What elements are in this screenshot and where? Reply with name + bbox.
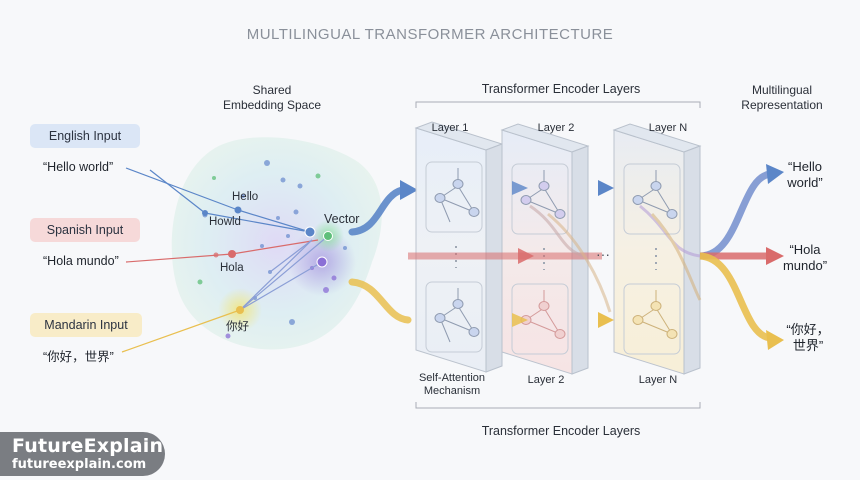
output-arrow-yellow bbox=[766, 330, 784, 350]
english-input-pill: English Input bbox=[30, 124, 140, 148]
diagram-title: MULTILINGUAL TRANSFORMER ARCHITECTURE bbox=[246, 26, 614, 43]
spanish-input-pill: Spanish Input bbox=[30, 218, 140, 242]
brand-url: futureexplain.com bbox=[12, 457, 147, 472]
mandarin-input-pill: Mandarin Input bbox=[30, 313, 142, 337]
output-arrow-blue bbox=[766, 164, 784, 184]
self-attention-line1: Self-Attention bbox=[418, 372, 486, 384]
layer-2-top-label: Layer 2 bbox=[537, 122, 575, 134]
self-attention-line2: Mechanism bbox=[423, 385, 481, 397]
output-english-line1: “Hello bbox=[788, 159, 822, 174]
output-arrow-red bbox=[766, 247, 784, 265]
layer-n-bottom-label: Layer N bbox=[638, 374, 678, 386]
mandarin-phrase: “你好，世界” bbox=[43, 350, 114, 364]
embedding-heading-line1: Shared bbox=[252, 83, 292, 97]
encoder-layer-n bbox=[612, 123, 702, 375]
layer-1-top-label: Layer 1 bbox=[431, 122, 469, 134]
howld-node bbox=[202, 210, 208, 216]
output-heading: Multilingual Representation bbox=[722, 83, 842, 113]
input-connectors bbox=[121, 167, 329, 353]
hello-node bbox=[234, 206, 242, 214]
output-heading-line2: Representation bbox=[741, 98, 823, 112]
hola-node bbox=[228, 250, 236, 258]
vector-node-purple bbox=[316, 256, 328, 268]
output-spanish: “Hola mundo” bbox=[776, 242, 834, 274]
nihao-label: 你好 bbox=[226, 321, 249, 333]
output-spanish-line2: mundo” bbox=[782, 258, 828, 273]
encoder-bracket-top bbox=[415, 101, 701, 108]
vector-label: Vector bbox=[324, 212, 360, 226]
layers-ellipsis: ··· bbox=[596, 246, 610, 262]
vector-node-green bbox=[323, 231, 333, 241]
flow-yellow-in bbox=[348, 278, 412, 324]
flow-blue-in bbox=[348, 186, 406, 236]
cross-connectors bbox=[529, 204, 702, 313]
output-heading-line1: Multilingual bbox=[751, 83, 813, 97]
layer-n-top-label: Layer N bbox=[648, 122, 688, 134]
encoder-layer-1 bbox=[414, 121, 504, 373]
self-attention-label: Self-Attention Mechanism bbox=[410, 372, 494, 398]
english-phrase: “Hello world” bbox=[43, 160, 114, 174]
hello-label: Hello bbox=[232, 191, 259, 203]
encoder-heading-bottom: Transformer Encoder Layers bbox=[481, 424, 641, 438]
output-mandarin-line1: “你好， bbox=[786, 322, 830, 337]
encoder-bracket-bottom bbox=[415, 402, 701, 409]
spanish-phrase: “Hola mundo” bbox=[43, 254, 119, 268]
howld-label: Howld bbox=[209, 216, 241, 228]
brand-badge: FutureExplain futureexplain.com bbox=[0, 432, 165, 476]
output-spanish-line1: “Hola bbox=[789, 242, 821, 257]
output-mandarin: “你好， 世界” bbox=[776, 322, 840, 354]
encoder-heading-top: Transformer Encoder Layers bbox=[481, 82, 641, 96]
vector-node-blue bbox=[304, 226, 316, 238]
output-english-line2: world” bbox=[787, 175, 823, 190]
output-mandarin-line2: 世界” bbox=[792, 338, 824, 353]
nihao-node bbox=[236, 306, 244, 314]
layer-2-bottom-label: Layer 2 bbox=[527, 374, 565, 386]
embedding-heading-line2: Embedding Space bbox=[222, 98, 322, 112]
embedding-heading: Shared Embedding Space bbox=[212, 83, 332, 113]
flow-blue-in-arrow bbox=[400, 180, 418, 200]
hola-label: Hola bbox=[220, 262, 244, 274]
flow-output-yellow bbox=[699, 252, 772, 342]
brand-name: FutureExplain bbox=[12, 435, 164, 457]
flow-output-blue bbox=[699, 170, 772, 260]
output-english: “Hello world” bbox=[776, 159, 834, 191]
